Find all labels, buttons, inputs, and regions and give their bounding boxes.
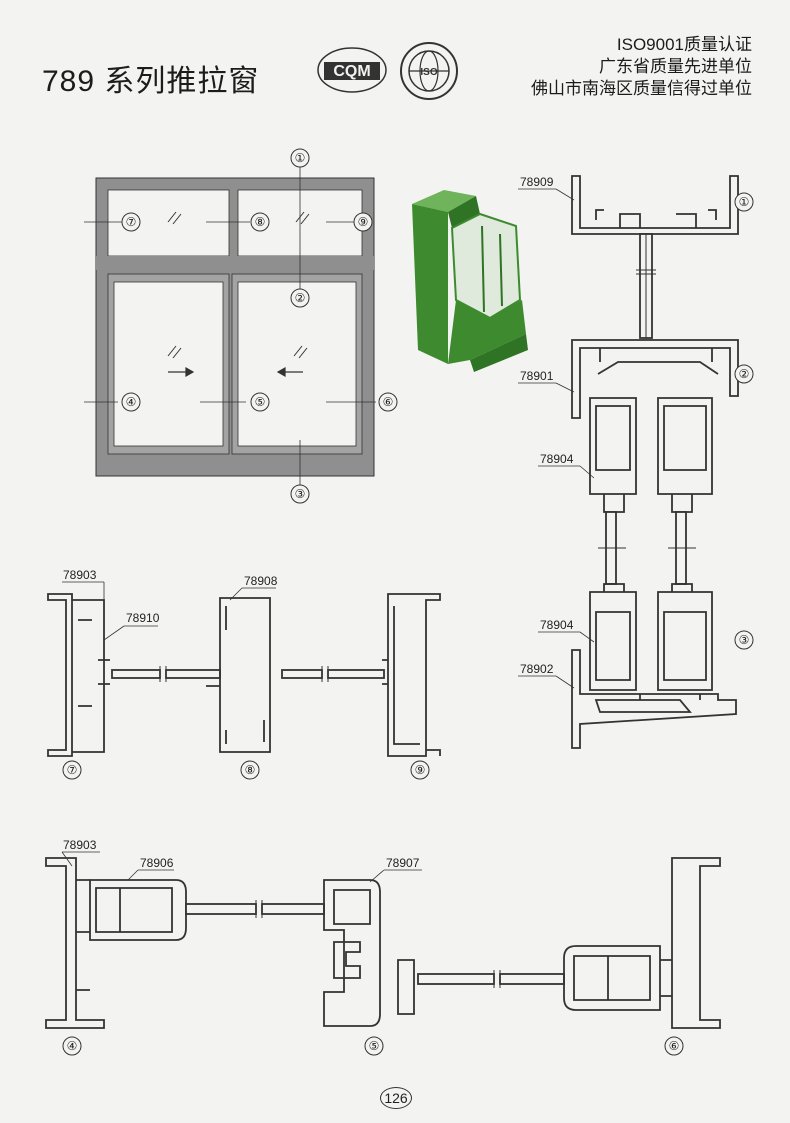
cqm-logo: CQM	[317, 47, 387, 93]
profile-label-78903-s7: 78903	[63, 568, 97, 582]
profile-label-78909: 78909	[520, 175, 554, 189]
section-number-6: ⑥	[669, 1039, 680, 1053]
page-number: 126	[380, 1087, 412, 1109]
cqm-logo-text: CQM	[333, 63, 370, 80]
iso-globe-logo: ISO	[400, 42, 458, 100]
profile-label-78904-upper: 78904	[540, 452, 574, 466]
cert-line-2: 广东省质量先进单位	[599, 57, 752, 76]
slide-arrow-left-icon	[276, 366, 303, 378]
callout-8: ⑧	[255, 215, 266, 229]
profile-label-78908: 78908	[244, 574, 278, 588]
section-number-2: ②	[739, 367, 750, 381]
callout-3: ③	[295, 487, 306, 501]
section-1-2-3-leaders	[518, 188, 595, 689]
section-7-8-9-profile	[47, 593, 441, 757]
profile-label-78904-lower: 78904	[540, 618, 574, 632]
profile-label-78901: 78901	[520, 369, 554, 383]
section-number-4: ④	[67, 1039, 78, 1053]
profile-label-78902: 78902	[520, 662, 554, 676]
callout-6: ⑥	[383, 395, 394, 409]
profile-label-78903-s4: 78903	[63, 838, 97, 852]
section-number-7: ⑦	[67, 763, 78, 777]
page-title: 789 系列推拉窗	[42, 65, 260, 98]
profile-corner-photo	[412, 190, 528, 372]
section-number-8: ⑧	[245, 763, 256, 777]
profile-label-78907: 78907	[386, 856, 420, 870]
section-1-2-3-profile	[571, 175, 739, 749]
callout-9: ⑨	[358, 215, 369, 229]
section-number-1: ①	[739, 195, 750, 209]
callout-7: ⑦	[126, 215, 137, 229]
cert-line-1: ISO9001质量认证	[616, 35, 752, 54]
section-4-5-6-profile	[45, 857, 721, 1029]
profile-label-78910: 78910	[126, 611, 160, 625]
section-number-3: ③	[739, 633, 750, 647]
callout-1: ①	[295, 151, 306, 165]
window-elevation: ① ② ③ ④ ⑤ ⑥ ⑦ ⑧ ⑨	[84, 148, 398, 504]
callout-5: ⑤	[255, 395, 266, 409]
cert-line-3: 佛山市南海区质量信得过单位	[531, 79, 752, 98]
section-number-5: ⑤	[369, 1039, 380, 1053]
slide-arrow-right-icon	[168, 366, 195, 378]
section-number-9: ⑨	[415, 763, 426, 777]
profile-label-78906: 78906	[140, 856, 174, 870]
iso-logo-text: ISO	[420, 67, 437, 78]
callout-4: ④	[126, 395, 137, 409]
callout-2: ②	[295, 291, 306, 305]
certification-block: ISO9001质量认证 广东省质量先进单位 佛山市南海区质量信得过单位	[531, 34, 752, 100]
